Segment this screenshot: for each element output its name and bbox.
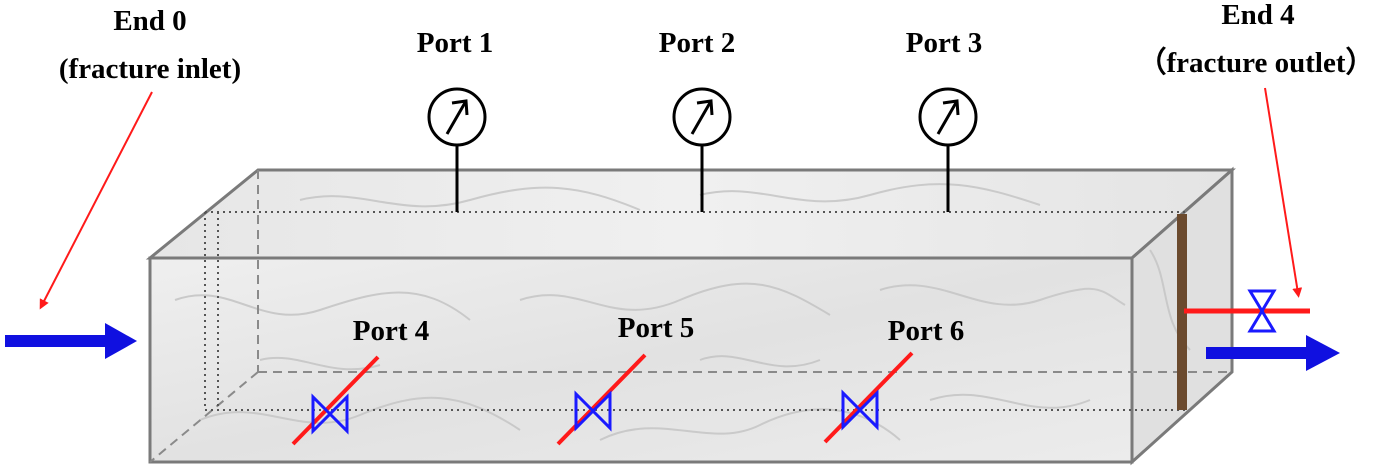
port-6-label: Port 6 xyxy=(888,315,965,347)
pressure-gauge-icon xyxy=(918,87,978,147)
port-4: Port 4 xyxy=(291,315,430,446)
inlet-end-desc: (fracture inlet) xyxy=(59,53,241,85)
inlet-end-name: End 0 xyxy=(113,5,186,37)
port-5: Port 5 xyxy=(556,312,695,446)
pressure-gauge-icon xyxy=(672,87,732,147)
outlet-flow-arrow xyxy=(1206,335,1340,371)
port-6: Port 6 xyxy=(823,315,965,444)
outlet-end-desc: （fracture outlet） xyxy=(1137,46,1374,79)
valve-icon xyxy=(841,389,879,431)
outlet-end-name: End 4 xyxy=(1221,0,1294,31)
port-3: Port 3 xyxy=(906,27,983,212)
port-2: Port 2 xyxy=(659,27,736,212)
port-1-label: Port 1 xyxy=(417,27,494,59)
port-3-label: Port 3 xyxy=(906,27,983,59)
outlet-valve-icon xyxy=(1247,289,1277,333)
fracture-plane xyxy=(204,211,1188,411)
block-top-face xyxy=(145,168,1236,260)
valve-icon xyxy=(311,393,349,435)
port-1: Port 1 xyxy=(417,27,494,212)
pressure-gauge-icon xyxy=(427,87,487,147)
outlet-pointer-arrow xyxy=(1264,87,1303,298)
inlet-pointer-arrow xyxy=(39,91,153,310)
valve-icon xyxy=(574,390,612,432)
port-2-label: Port 2 xyxy=(659,27,736,59)
port-4-label: Port 4 xyxy=(353,315,430,347)
fracture-outlet-face xyxy=(1177,214,1187,410)
hidden-edge-diagonal xyxy=(149,371,259,463)
port-5-label: Port 5 xyxy=(618,312,695,344)
inlet-flow-arrow xyxy=(5,323,137,359)
